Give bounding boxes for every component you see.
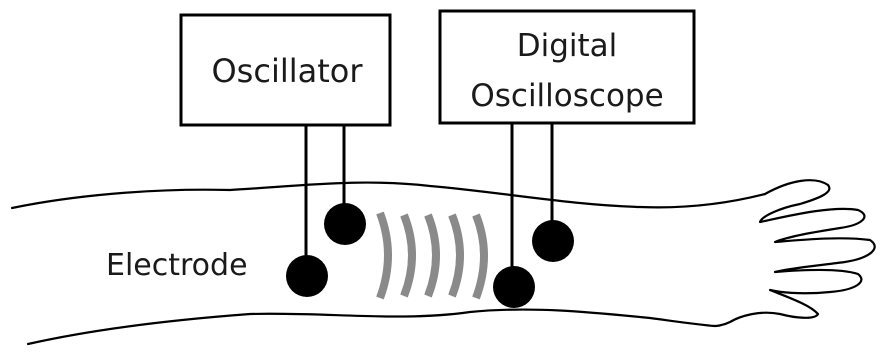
electrode-label: Electrode xyxy=(106,248,248,283)
electrode-oscillator-right xyxy=(324,203,366,245)
wave-arc-1 xyxy=(376,211,392,300)
electrode-oscillator-left xyxy=(286,255,328,297)
oscillator-label: Oscillator xyxy=(211,52,363,90)
arm-outline xyxy=(10,179,876,346)
wave-arc-5 xyxy=(472,213,488,300)
electrode-oscilloscope-left xyxy=(493,266,535,308)
electrodes xyxy=(286,203,574,308)
oscilloscope-label-line1: Digital xyxy=(517,28,618,64)
oscillator-box: Oscillator xyxy=(179,13,392,127)
wave-arc-2 xyxy=(400,213,416,298)
electrode-oscilloscope-right xyxy=(532,220,574,262)
oscillator-box-frame xyxy=(179,13,392,127)
oscilloscope-box-frame xyxy=(438,9,696,125)
arm-bottom-edge xyxy=(26,308,717,346)
wave-arc-3 xyxy=(424,213,440,298)
oscilloscope-label-line2: Oscilloscope xyxy=(470,78,663,114)
lead-wires xyxy=(304,123,554,283)
arm-top-edge xyxy=(10,181,767,210)
oscilloscope-box: Digital Oscilloscope xyxy=(438,9,696,125)
wave-arc-4 xyxy=(448,213,464,298)
signal-waves xyxy=(376,211,488,300)
hand-outline xyxy=(713,179,876,328)
